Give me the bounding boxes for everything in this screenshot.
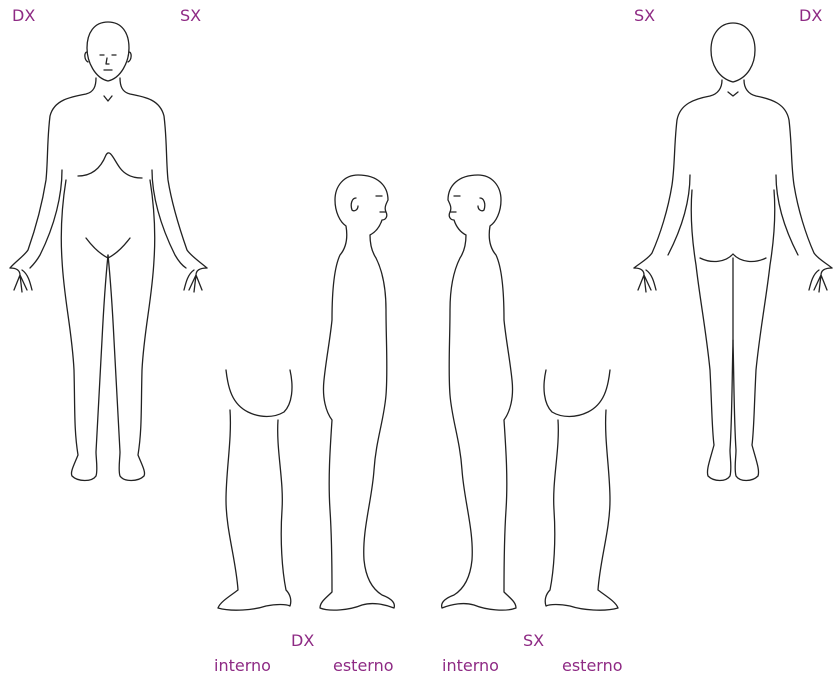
front-head xyxy=(87,22,129,81)
side-right-outer-figure xyxy=(320,175,394,610)
back-body-figure xyxy=(634,23,832,481)
front-body-figure xyxy=(10,22,207,481)
back-torso xyxy=(634,80,832,268)
front-legs xyxy=(61,180,108,481)
side-right-inner-figure xyxy=(218,370,292,610)
back-legs xyxy=(691,190,733,481)
front-torso xyxy=(10,78,207,268)
back-head xyxy=(711,23,755,82)
side-left-outer-figure xyxy=(442,175,516,610)
side-left-inner-figure xyxy=(544,370,618,610)
